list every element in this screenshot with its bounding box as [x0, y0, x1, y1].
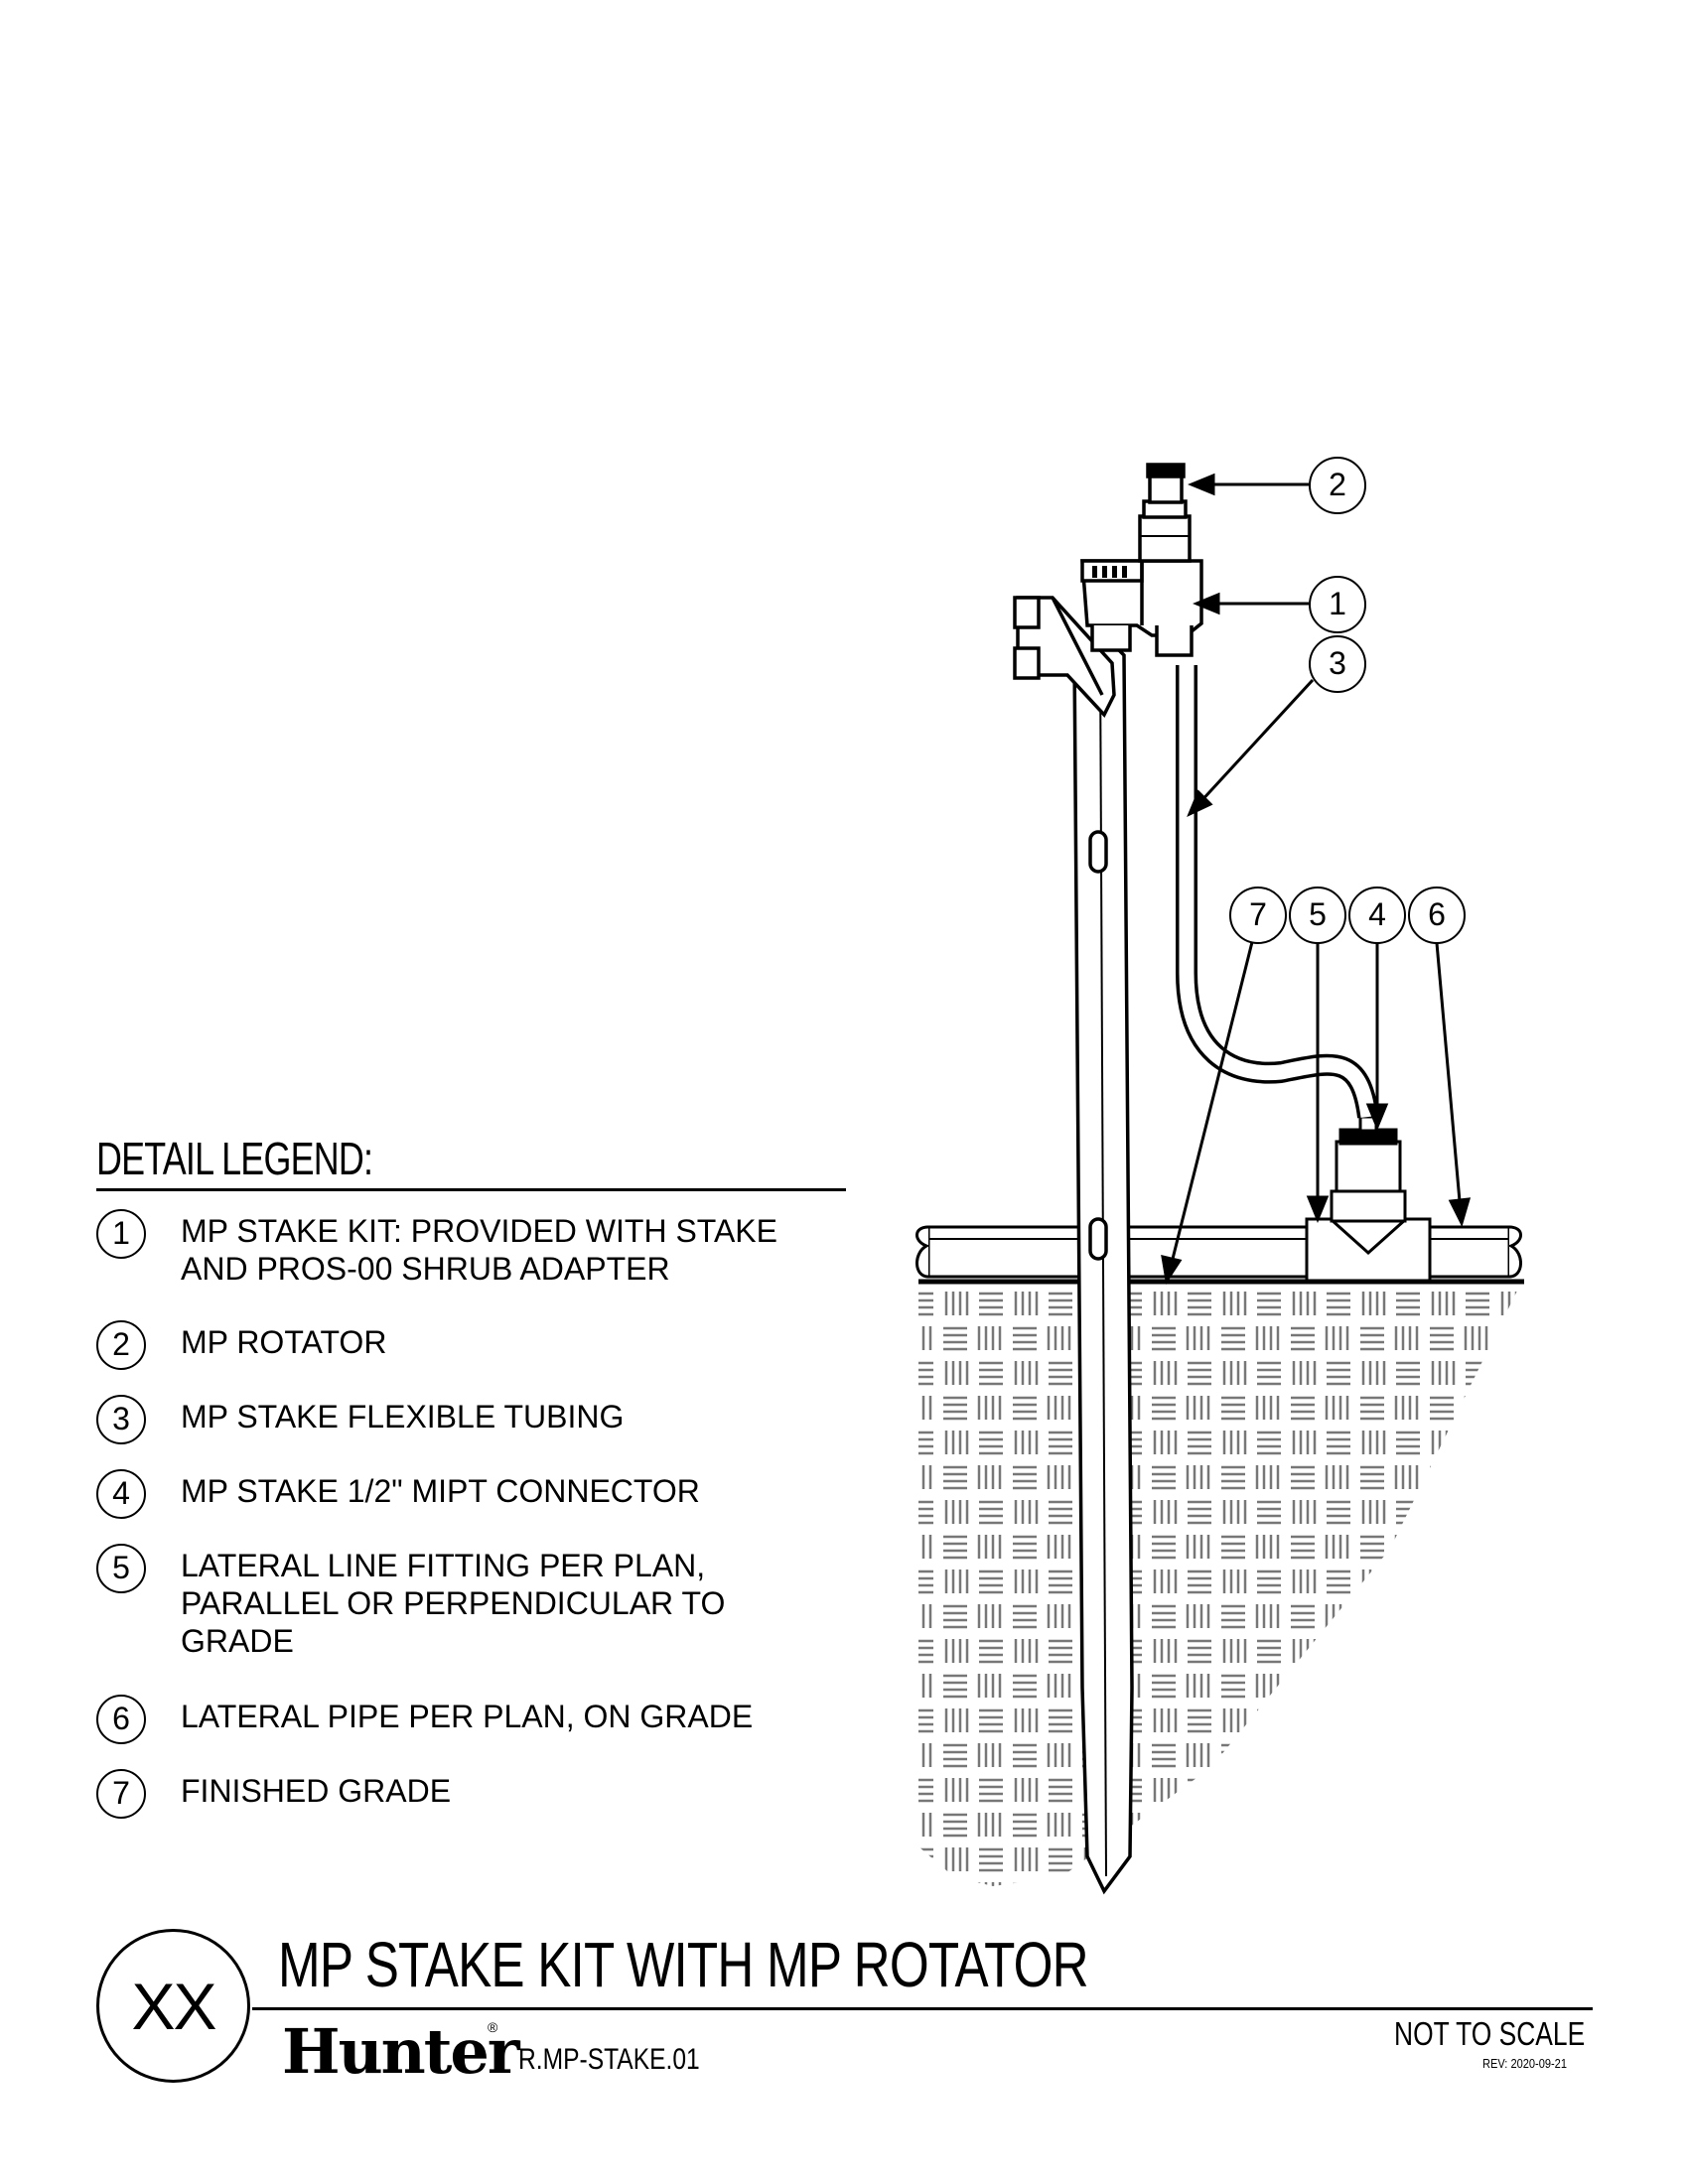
legend-text: MP STAKE KIT: PROVIDED WITH STAKE AND PR… [181, 1213, 777, 1287]
legend-text: MP STAKE 1/2" MIPT CONNECTOR [181, 1473, 700, 1509]
callout-6: 6 [1408, 887, 1466, 944]
callout-7: 7 [1229, 887, 1287, 944]
legend-number: 4 [96, 1469, 146, 1519]
callout-5: 5 [1289, 887, 1346, 944]
soil-hatch [918, 1283, 1521, 1886]
legend-text: MP STAKE FLEXIBLE TUBING [181, 1399, 625, 1434]
legend-text: LATERAL LINE FITTING PER PLAN, PARALLEL … [181, 1548, 726, 1659]
mipt-connector [1335, 1115, 1402, 1193]
legend-number: 2 [96, 1320, 146, 1370]
legend-divider [96, 1188, 846, 1191]
stake [1072, 643, 1134, 1895]
leader-lines [1161, 473, 1472, 1286]
legend-number: 5 [96, 1544, 146, 1593]
legend-text: FINISHED GRADE [181, 1773, 452, 1809]
legend-title: DETAIL LEGEND: [96, 1133, 373, 1184]
legend-number: 7 [96, 1769, 146, 1819]
scale-note: NOT TO SCALE [1394, 2015, 1586, 2052]
callout-2: 2 [1309, 457, 1366, 514]
callout-4: 4 [1348, 887, 1406, 944]
revision-date: REV: 2020-09-21 [1482, 2056, 1567, 2071]
stake-bracket [1013, 596, 1116, 719]
detail-title: MP STAKE KIT WITH MP ROTATOR [278, 1929, 1089, 2000]
detail-id-circle: XX [96, 1929, 250, 2083]
callout-1: 1 [1309, 576, 1366, 633]
legend-number: 3 [96, 1395, 146, 1444]
callout-3: 3 [1309, 635, 1366, 693]
mp-rotator [1138, 463, 1192, 563]
shrub-adapter [1080, 559, 1203, 657]
title-divider [252, 2007, 1593, 2010]
legend-number: 6 [96, 1695, 146, 1744]
legend-text: LATERAL PIPE PER PLAN, ON GRADE [181, 1699, 754, 1734]
legend-text: MP ROTATOR [181, 1324, 387, 1360]
legend-number: 1 [96, 1209, 146, 1259]
registered-mark: ® [488, 2019, 498, 2035]
hunter-logo: Hunter [282, 2015, 519, 2088]
tee-fitting [1305, 1189, 1432, 1283]
detail-code: R.MP-STAKE.01 [518, 2043, 700, 2076]
